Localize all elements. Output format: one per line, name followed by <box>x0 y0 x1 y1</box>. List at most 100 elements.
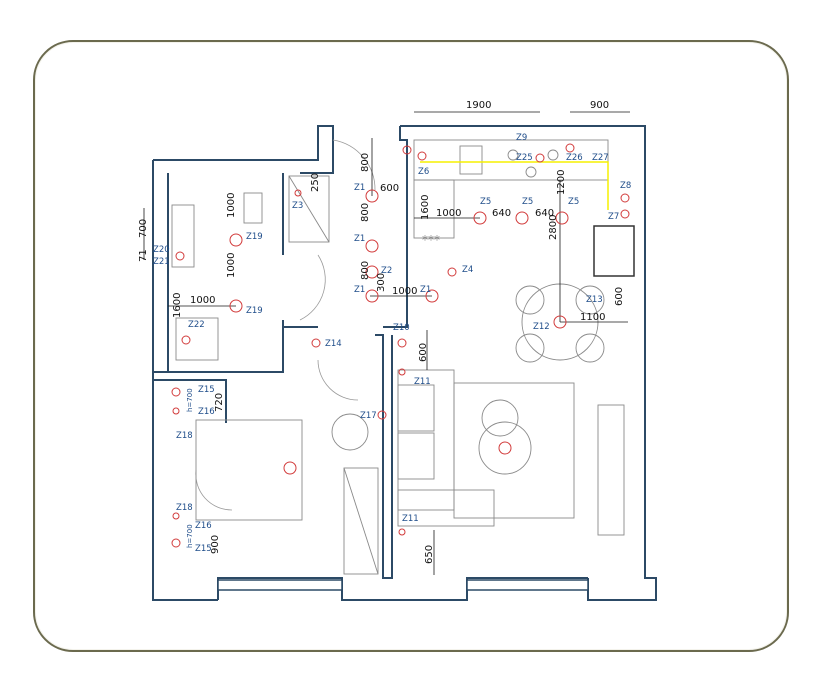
dim-1000-bath-c: 1000 <box>190 295 215 306</box>
drawing-frame <box>33 40 789 652</box>
outer-wall-north-right <box>400 125 646 322</box>
zone-z21: Z21 <box>153 257 170 267</box>
dim-600-entry: 600 <box>380 183 399 194</box>
dim-600-living: 600 <box>418 343 429 362</box>
marker-z20 <box>175 251 185 261</box>
kitchen-counter-top <box>413 139 609 181</box>
dim-250: 250 <box>310 173 321 192</box>
toilet <box>243 192 263 224</box>
dim-1600-kitchen: 1600 <box>420 195 431 220</box>
zone-z17: Z17 <box>360 411 377 421</box>
windows <box>217 579 589 591</box>
sofa-seat-1 <box>397 384 435 432</box>
marker-z16-1 <box>172 407 180 415</box>
zone-z5-a: Z5 <box>480 197 491 207</box>
walls <box>152 125 657 601</box>
wardrobe-diag <box>343 467 379 575</box>
marker-z7 <box>620 209 630 219</box>
kitchen-counter-left <box>413 179 455 239</box>
zone-z11-a: Z11 <box>414 377 431 387</box>
zone-labels: Z1 Z1 Z1 Z1 Z2 Z3 Z4 Z5 Z5 Z5 Z6 Z7 Z8 Z… <box>153 133 631 554</box>
marker-z3 <box>294 189 302 197</box>
sink <box>459 145 483 175</box>
dim-2800: 2800 <box>548 215 559 240</box>
side-table <box>478 421 532 475</box>
marker-z26 <box>565 143 575 153</box>
sofa-chaise <box>397 489 495 527</box>
annotations: h=700 h=700 *** <box>186 233 440 548</box>
dim-1000-bath-b: 1000 <box>226 253 237 278</box>
marker-z1-2 <box>365 239 379 253</box>
zone-z8: Z8 <box>620 181 631 191</box>
zone-z16-a: Z16 <box>198 407 215 417</box>
wall-bedroom-north <box>153 379 227 423</box>
marker-z6 <box>417 151 427 161</box>
dim-1600-bath: 1600 <box>172 293 183 318</box>
zone-z1-a: Z1 <box>354 183 365 193</box>
wardrobe <box>343 467 379 575</box>
zone-z26: Z26 <box>566 153 583 163</box>
window-south-2 <box>466 579 589 591</box>
markers <box>171 143 630 548</box>
marker-z16-2 <box>172 512 180 520</box>
chair-3 <box>515 333 545 363</box>
zone-z4: Z4 <box>462 265 473 275</box>
height-note-1: h=700 <box>186 388 194 412</box>
dim-800-b: 800 <box>360 203 371 222</box>
marker-z19-2 <box>229 299 243 313</box>
chair-2 <box>575 285 605 315</box>
bed <box>195 419 303 521</box>
hob-3 <box>547 149 559 161</box>
zone-z11-b: Z11 <box>402 514 419 524</box>
outer-wall-south <box>217 577 588 601</box>
wall-bath-south <box>168 320 284 373</box>
marker-z25 <box>535 153 545 163</box>
furniture <box>171 139 635 575</box>
window-south-1 <box>217 579 343 591</box>
zone-z22: Z22 <box>188 320 205 330</box>
dim-71: 71 <box>138 249 149 262</box>
coffee-table <box>481 399 519 437</box>
marker-z22 <box>181 335 191 345</box>
dimension-lines <box>143 111 630 575</box>
dimension-labels: 1900 900 800 250 600 800 1600 1000 640 6… <box>138 100 625 564</box>
marker-z4 <box>447 267 457 277</box>
door-arc-entry <box>332 139 376 191</box>
wall-bedroom-east <box>375 334 393 579</box>
marker-z14 <box>311 338 321 348</box>
hob-1 <box>507 149 519 161</box>
zone-z27: Z27 <box>592 153 609 163</box>
tv-unit <box>597 404 625 536</box>
marker-z5-3 <box>555 211 569 225</box>
zone-z19-a: Z19 <box>246 232 263 242</box>
marker-z15-1 <box>171 387 181 397</box>
marker-a <box>402 145 412 155</box>
outer-wall-north-left <box>153 125 334 174</box>
zone-z1-d: Z1 <box>420 285 431 295</box>
zone-z3: Z3 <box>292 201 303 211</box>
marker-bed <box>283 461 297 475</box>
washbasin <box>175 317 219 361</box>
marker-g <box>498 441 512 455</box>
wall-bath-west <box>153 173 169 373</box>
marker-z11-2 <box>398 528 406 536</box>
zone-z25: Z25 <box>516 153 533 163</box>
dim-640-b: 640 <box>535 208 554 219</box>
door-arc-living <box>317 359 359 401</box>
dim-900: 900 <box>590 100 609 111</box>
door-arc-bedroom <box>195 469 233 511</box>
marker-z17 <box>377 410 387 420</box>
zone-z18-b: Z18 <box>176 503 193 513</box>
dim-800-a: 800 <box>360 153 371 172</box>
dim-1900: 1900 <box>466 100 491 111</box>
zone-z15-a: Z15 <box>198 385 215 395</box>
zone-z12: Z12 <box>533 322 550 332</box>
marker-z11-1 <box>398 368 406 376</box>
dim-1000-hall: 1000 <box>392 286 417 297</box>
dim-650: 650 <box>424 545 435 564</box>
rug <box>453 382 575 519</box>
fridge <box>593 225 635 277</box>
dim-1000-bath-a: 1000 <box>226 193 237 218</box>
zone-z7: Z7 <box>608 212 619 222</box>
zone-z5-c: Z5 <box>568 197 579 207</box>
